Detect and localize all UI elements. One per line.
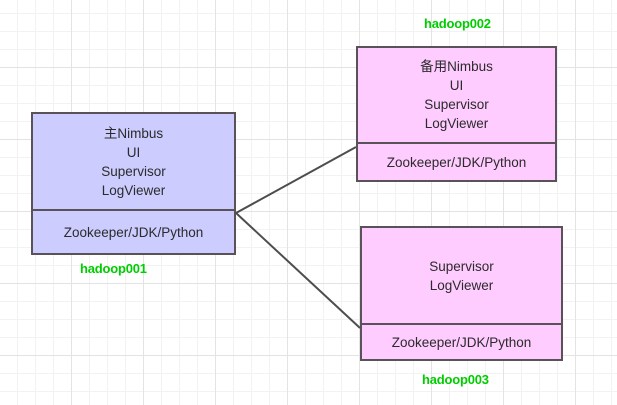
- node-hadoop001-platform: Zookeeper/JDK/Python: [33, 209, 234, 253]
- node-hadoop001[interactable]: 主Nimbus UI Supervisor LogViewer Zookeepe…: [31, 112, 236, 255]
- host-label-hadoop001: hadoop001: [80, 261, 147, 276]
- host-label-hadoop003: hadoop003: [422, 372, 489, 387]
- node-hadoop002-platform: Zookeeper/JDK/Python: [358, 142, 555, 180]
- host-label-hadoop002: hadoop002: [424, 16, 491, 31]
- connector-hadoop001-hadoop002: [235, 146, 357, 214]
- service-label: LogViewer: [101, 182, 166, 198]
- service-label: Supervisor: [424, 97, 489, 112]
- node-hadoop003-platform: Zookeeper/JDK/Python: [362, 323, 561, 359]
- node-hadoop001-services: 主Nimbus UI Supervisor LogViewer: [33, 114, 234, 209]
- service-label: UI: [449, 78, 464, 93]
- node-hadoop002-services: 备用Nimbus UI Supervisor LogViewer: [358, 48, 555, 142]
- service-label: Supervisor: [101, 163, 166, 179]
- node-hadoop002[interactable]: 备用Nimbus UI Supervisor LogViewer Zookeep…: [356, 46, 557, 182]
- node-hadoop003[interactable]: Supervisor LogViewer Zookeeper/JDK/Pytho…: [360, 226, 563, 361]
- service-label: 主Nimbus: [103, 125, 164, 141]
- service-label: Supervisor: [429, 258, 494, 274]
- connector-hadoop001-hadoop003: [235, 212, 361, 329]
- service-label: LogViewer: [429, 277, 494, 293]
- service-label: 备用Nimbus: [420, 59, 493, 74]
- service-label: LogViewer: [424, 116, 489, 131]
- node-hadoop003-services: Supervisor LogViewer: [362, 228, 561, 323]
- service-label: UI: [126, 144, 141, 160]
